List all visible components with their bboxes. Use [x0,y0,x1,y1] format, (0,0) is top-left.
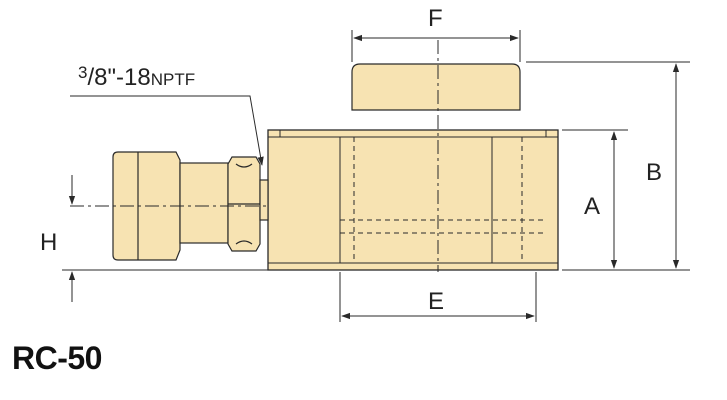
thread-num: 3 [78,63,87,82]
dimension-e [339,272,537,322]
thread-spec: 3/8"-18NPTF [78,63,195,91]
dim-label-a: A [584,193,600,220]
model-label: RC-50 [12,340,102,376]
thread-rest: "-18 [108,64,151,91]
dimension-f [351,30,521,62]
dim-label-e: E [428,288,444,315]
dim-label-f: F [428,5,443,32]
thread-den: 8 [94,64,107,91]
plunger [351,63,521,111]
dim-label-b: B [646,159,662,186]
thread-leader [70,95,264,166]
cylinder-body [267,129,559,271]
dimension-h [62,175,268,302]
thread-suffix: NPTF [151,70,195,89]
hidden-lines [340,137,546,263]
dimension-b [526,61,690,271]
dim-label-h: H [40,229,57,256]
dimension-a [562,129,628,269]
